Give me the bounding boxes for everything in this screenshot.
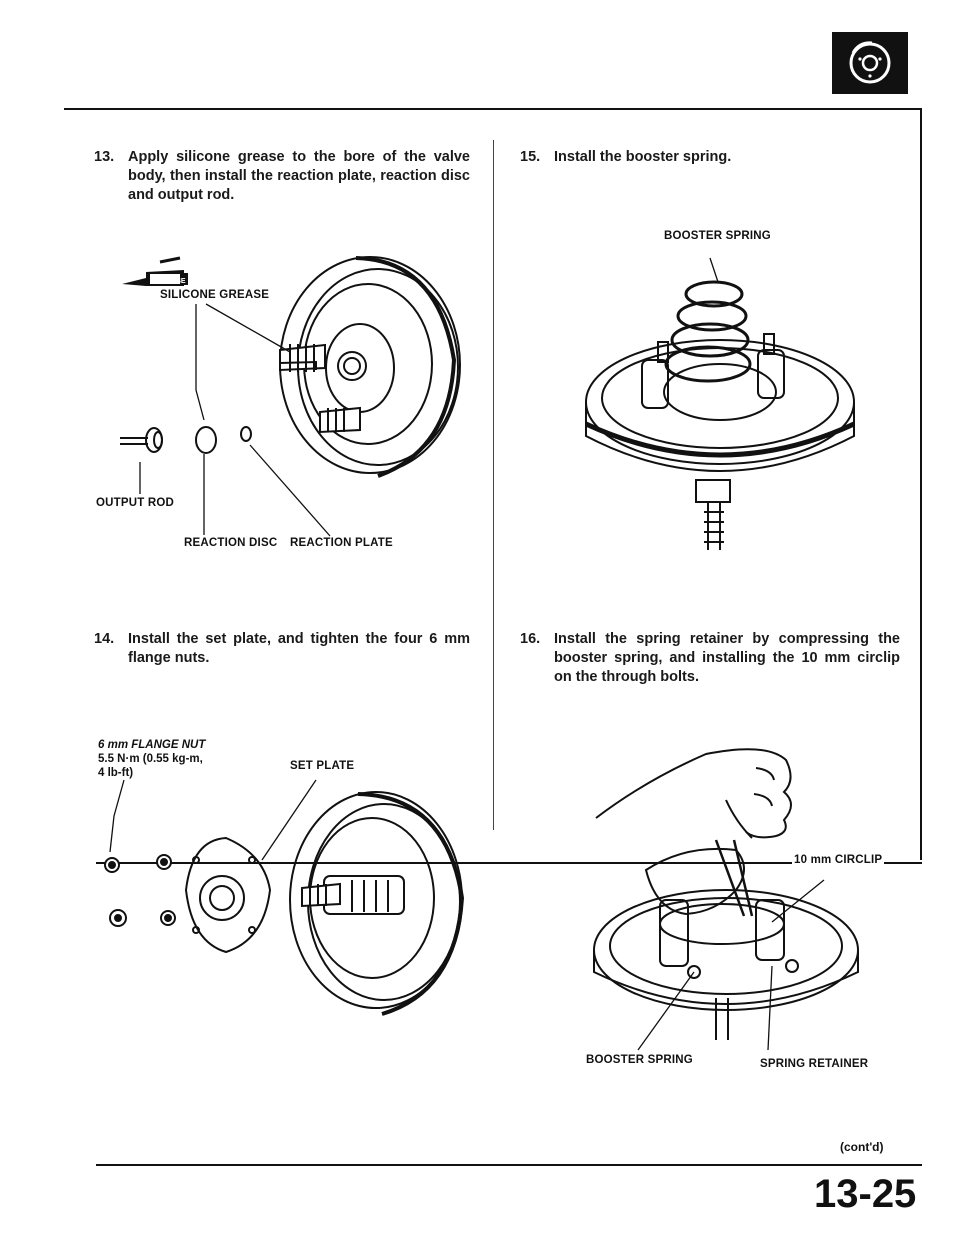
label-booster-spring-top: BOOSTER SPRING <box>664 230 771 242</box>
label-reaction-plate: REACTION PLATE <box>290 537 393 549</box>
brake-disc-icon <box>832 32 908 94</box>
booster-base <box>584 333 856 550</box>
booster-base-2 <box>593 889 859 1040</box>
figure-spring-retainer <box>576 740 876 1051</box>
booster-drum <box>279 256 461 478</box>
booster-drum-2 <box>289 791 465 1016</box>
flange-nut-line1: 6 mm FLANGE NUT <box>98 739 206 751</box>
step-text: Install the booster spring. <box>554 149 732 165</box>
step-number: 14. <box>94 631 115 647</box>
label-reaction-disc: REACTION DISC <box>184 537 278 549</box>
step-text: Install the set plate, and tighten the f… <box>128 631 470 666</box>
flange-nut-line2: 5.5 N·m (0.55 kg-m, <box>98 753 203 765</box>
continued-note: (cont'd) <box>840 1140 884 1154</box>
grease-tube-icon <box>122 256 188 286</box>
label-output-rod: OUTPUT ROD <box>96 497 175 509</box>
step-text: Apply silicone grease to the bore of the… <box>128 149 470 203</box>
flange-nuts <box>104 854 176 927</box>
label-spring-retainer: SPRING RETAINER <box>760 1058 869 1070</box>
top-rule <box>64 108 922 110</box>
figure-booster-spring <box>572 250 872 560</box>
spring-coils <box>664 280 752 383</box>
page-number: 13-25 <box>814 1172 917 1216</box>
step-number: 16. <box>520 631 541 647</box>
figure-reaction-parts <box>120 240 480 570</box>
flange-nut-line3: 4 lb-ft) <box>98 767 134 779</box>
figure-set-plate <box>96 779 476 1020</box>
column-divider <box>493 140 494 830</box>
label-circlip: 10 mm CIRCLIP <box>792 854 885 866</box>
step-number: 15. <box>520 149 541 165</box>
label-silicone-grease: SILICONE GREASE <box>160 289 270 301</box>
grease-tag: GREASE <box>156 278 186 285</box>
label-booster-spring-bottom: BOOSTER SPRING <box>586 1054 693 1066</box>
set-plate <box>184 836 272 954</box>
right-rule <box>920 108 922 860</box>
bottom-rule <box>96 862 922 864</box>
step-number: 13. <box>94 149 115 165</box>
step-text: Install the spring retainer by compressi… <box>554 631 900 685</box>
label-set-plate: SET PLATE <box>290 760 355 772</box>
output-rod-parts <box>120 426 252 454</box>
label-flange-nut: 6 mm FLANGE NUT 5.5 N·m (0.55 kg-m, 4 lb… <box>98 738 205 780</box>
hand <box>595 748 792 839</box>
footer-rule <box>96 1164 922 1166</box>
